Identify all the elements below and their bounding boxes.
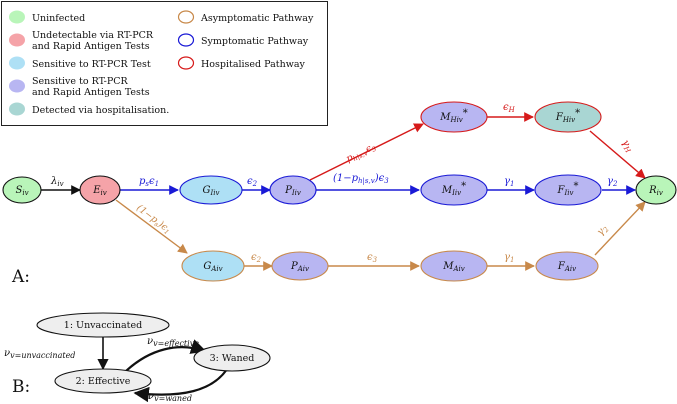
svg-text:MAiv: MAiv [442,261,465,273]
legend: Uninfected Undetectable via RT-PCR and R… [1,1,328,126]
node-m-h: MHiv* [420,101,488,133]
legend-label-symptomatic: Symptomatic Pathway [201,36,309,47]
edge-label-ma-fa: γ1 [504,252,514,264]
node-f-h: FHiv* [534,101,602,133]
svg-text:FAiv: FAiv [557,261,576,273]
node-r: Riv [635,175,677,205]
node-e: Eiv [79,175,121,205]
node-waned: 3: Waned [193,344,271,372]
svg-text:2: Effective: 2: Effective [76,376,131,387]
legend-label-rtpcr: Sensitive to RT-PCR Test [32,59,151,70]
edge-label-fi-r: γ2 [607,176,618,188]
legend-swatch-undetectable [9,33,25,47]
legend-swatch-uninfected [9,10,25,24]
node-f-a: FAiv [535,251,599,281]
edge-fa-r [594,201,646,256]
node-p-a: PAiv [271,251,329,281]
edge-label-pa-ma: ϵ3 [367,252,378,264]
legend-swatch-symptomatic [177,33,195,47]
legend-label-rtpcr-rapid: Sensitive to RT-PCR [32,76,129,87]
edge-pi-mh [309,123,424,181]
edge-e-ga [115,199,188,254]
legend-swatch-hospital-detected [9,102,25,116]
node-effective: 2: Effective [54,368,152,394]
panel-b-label: B: [12,377,30,397]
legend-label-undetectable: Undetectable via RT-PCR [32,30,154,41]
svg-text:FIiv*: FIiv* [557,181,579,197]
edge-label-s-e: λiv [50,176,64,188]
node-g-i: GIiv [179,175,243,205]
node-g-a: GAiv [181,250,245,282]
svg-text:MHiv*: MHiv* [439,108,468,124]
svg-text:PIiv: PIiv [284,185,301,197]
svg-text:FHiv*: FHiv* [555,108,580,124]
edge-label-effective-waned: νv=effective [147,336,199,348]
legend-label-hospitalised: Hospitalised Pathway [201,59,306,70]
legend-label-asymptomatic: Asymptomatic Pathway [200,13,314,24]
edge-fh-r [589,130,646,179]
legend-label-rtpcr-rapid-line2: and Rapid Antigen Tests [32,87,150,98]
legend-frame [1,1,328,126]
legend-swatch-asymptomatic [177,10,195,24]
node-p-i: PIiv [269,175,317,205]
svg-text:GIiv: GIiv [203,185,220,197]
legend-swatch-hospitalised [177,56,195,70]
legend-swatch-rtpcr [9,56,25,70]
node-f-i: FIiv* [534,174,602,206]
edge-label-fa-r: γ2 [595,222,611,238]
edge-label-waned-effective: νv=waned [148,391,192,403]
legend-label-hospital-detected: Detected via hospitalisation. [32,105,169,116]
edge-label-fh-r: γH [619,138,636,155]
node-m-a: MAiv [420,250,488,282]
panel-b: B: νv=unvaccinated νv=effective νv=waned… [4,312,271,403]
edge-label-pi-mi: (1−ph|s,v)ϵ3 [333,173,389,185]
edge-label-e-ga: (1−ps)ϵ1 [134,203,173,237]
panel-a-label: A: [11,267,30,287]
edge-label-mh-fh: ϵH [503,102,516,114]
svg-text:Riv: Riv [648,185,663,197]
legend-label-undetectable-line2: and Rapid Antigen Tests [32,41,150,52]
svg-text:Siv: Siv [15,185,28,197]
svg-text:Eiv: Eiv [92,185,107,197]
node-m-i: MIiv* [420,174,488,206]
edge-label-e-gi: psϵ1 [139,176,159,188]
node-unvaccinated: 1: Unvaccinated [36,312,170,338]
edge-waned-effective [133,365,230,403]
edge-label-gi-pi: ϵ2 [247,176,258,188]
legend-label-uninfected: Uninfected [32,13,85,24]
panel-a: A: λiv psϵ1 ϵ2 (1−ph|s,v)ϵ3 γ1 γ2 ph|s,v… [2,101,677,287]
edge-label-ga-pa: ϵ2 [251,252,262,264]
edge-label-unvaccinated-effective: νv=unvaccinated [4,348,75,360]
legend-swatch-rtpcr-rapid [9,79,25,93]
edge-label-mi-fi: γ1 [504,176,514,188]
svg-text:1: Unvaccinated: 1: Unvaccinated [64,320,142,331]
svg-text:MIiv*: MIiv* [441,181,466,197]
svg-text:GAiv: GAiv [203,261,222,273]
edge-effective-waned [125,339,207,372]
svg-text:3: Waned: 3: Waned [210,353,255,364]
node-s: Siv [2,176,42,204]
edge-label-pi-mh: ph|s,vϵ3 [344,141,377,165]
svg-text:PAiv: PAiv [290,261,309,273]
